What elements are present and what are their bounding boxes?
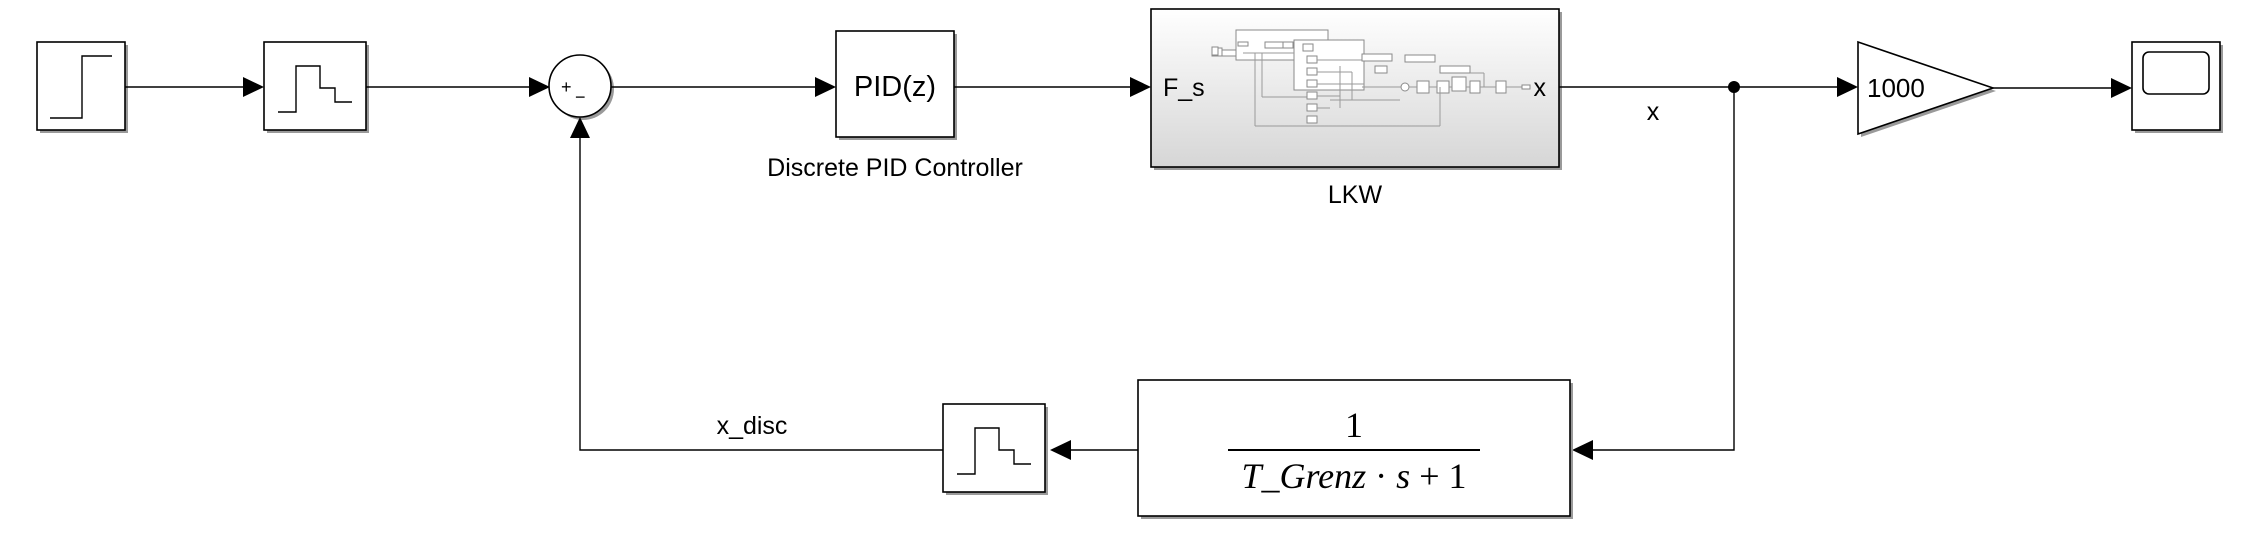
lkw-in-port-label: F_s — [1163, 74, 1205, 102]
staircase-icon — [278, 65, 352, 113]
scope-screen-icon — [2142, 51, 2210, 95]
wire-zoh-to-sum-feedback — [579, 138, 943, 451]
denominator-tail: + 1 — [1410, 456, 1466, 496]
lkw-block-label: LKW — [1328, 181, 1383, 209]
sum-plus-sign: + — [561, 77, 572, 97]
signal-label-x-disc: x_disc — [717, 412, 788, 440]
signal-label-x: x — [1647, 98, 1660, 126]
lkw-out-port-label: x — [1534, 74, 1547, 102]
transfer-fn-denominator: T_Grenz · s + 1 — [1241, 456, 1466, 496]
transfer-fn-numerator: 1 — [1345, 405, 1363, 445]
gain-block[interactable]: 1000 — [1857, 40, 1996, 137]
denominator-s: s — [1396, 456, 1410, 496]
transfer-function-block[interactable]: 1 T_Grenz · s + 1 — [1137, 379, 1573, 519]
zero-order-hold-block[interactable] — [263, 41, 369, 133]
pid-block-text: PID(z) — [854, 71, 936, 103]
staircase-icon — [957, 427, 1031, 475]
discrete-pid-controller-block[interactable]: PID(z) — [835, 30, 957, 140]
step-block[interactable] — [36, 41, 128, 133]
pid-block-label: Discrete PID Controller — [767, 154, 1023, 182]
sum-block[interactable]: + − — [548, 54, 614, 120]
gain-value-text: 1000 — [1867, 73, 1925, 103]
lkw-subsystem-block[interactable]: F_s x — [1150, 8, 1562, 170]
subsystem-preview-icon — [1211, 29, 1531, 127]
scope-block[interactable] — [2131, 41, 2223, 133]
step-icon — [50, 55, 112, 119]
zero-order-hold-feedback-block[interactable] — [942, 403, 1048, 495]
wire-branch-to-transfer-fn — [1593, 87, 1735, 451]
denominator-op: · — [1366, 456, 1396, 496]
denominator-var: T_Grenz — [1241, 456, 1366, 496]
sum-minus-sign: − — [575, 87, 586, 107]
